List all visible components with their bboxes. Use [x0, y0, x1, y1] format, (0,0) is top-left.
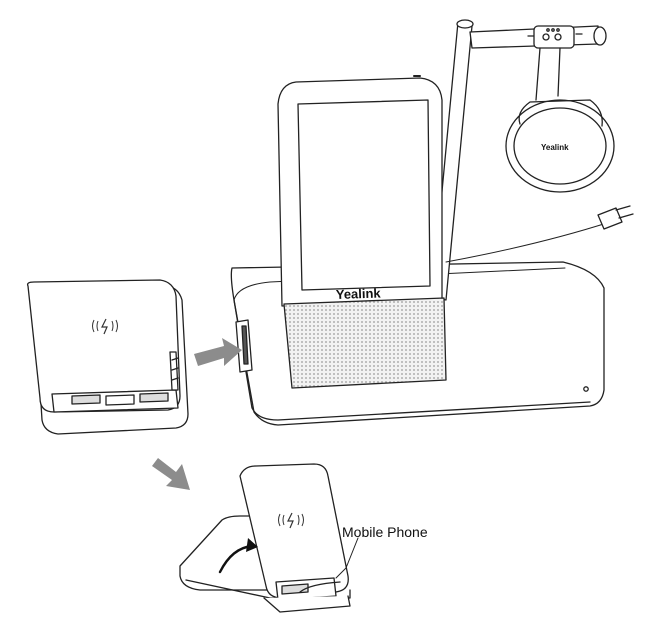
mobile-phone-callout: Mobile Phone	[342, 524, 428, 540]
touch-screen	[297, 99, 431, 291]
usb-cable	[445, 205, 634, 263]
base-display-unit	[277, 75, 447, 389]
insert-arrow-icon	[194, 338, 242, 366]
headset-earpiece	[505, 99, 615, 193]
speaker-grille	[283, 297, 447, 389]
wireless-charger-stand	[179, 463, 351, 613]
wireless-charging-icon	[278, 512, 304, 529]
base-brand-logo: Yealink	[336, 285, 382, 302]
wireless-charging-icon	[92, 318, 118, 335]
unfold-arrow-icon	[152, 458, 190, 490]
headset-button-icon	[542, 33, 550, 41]
wireless-charger-flat	[26, 279, 189, 435]
headset-button-icon	[554, 33, 562, 41]
power-indicator-icon	[583, 386, 589, 392]
callout-leader-line	[335, 537, 359, 579]
headset-brand-logo: Yealink	[541, 143, 569, 152]
